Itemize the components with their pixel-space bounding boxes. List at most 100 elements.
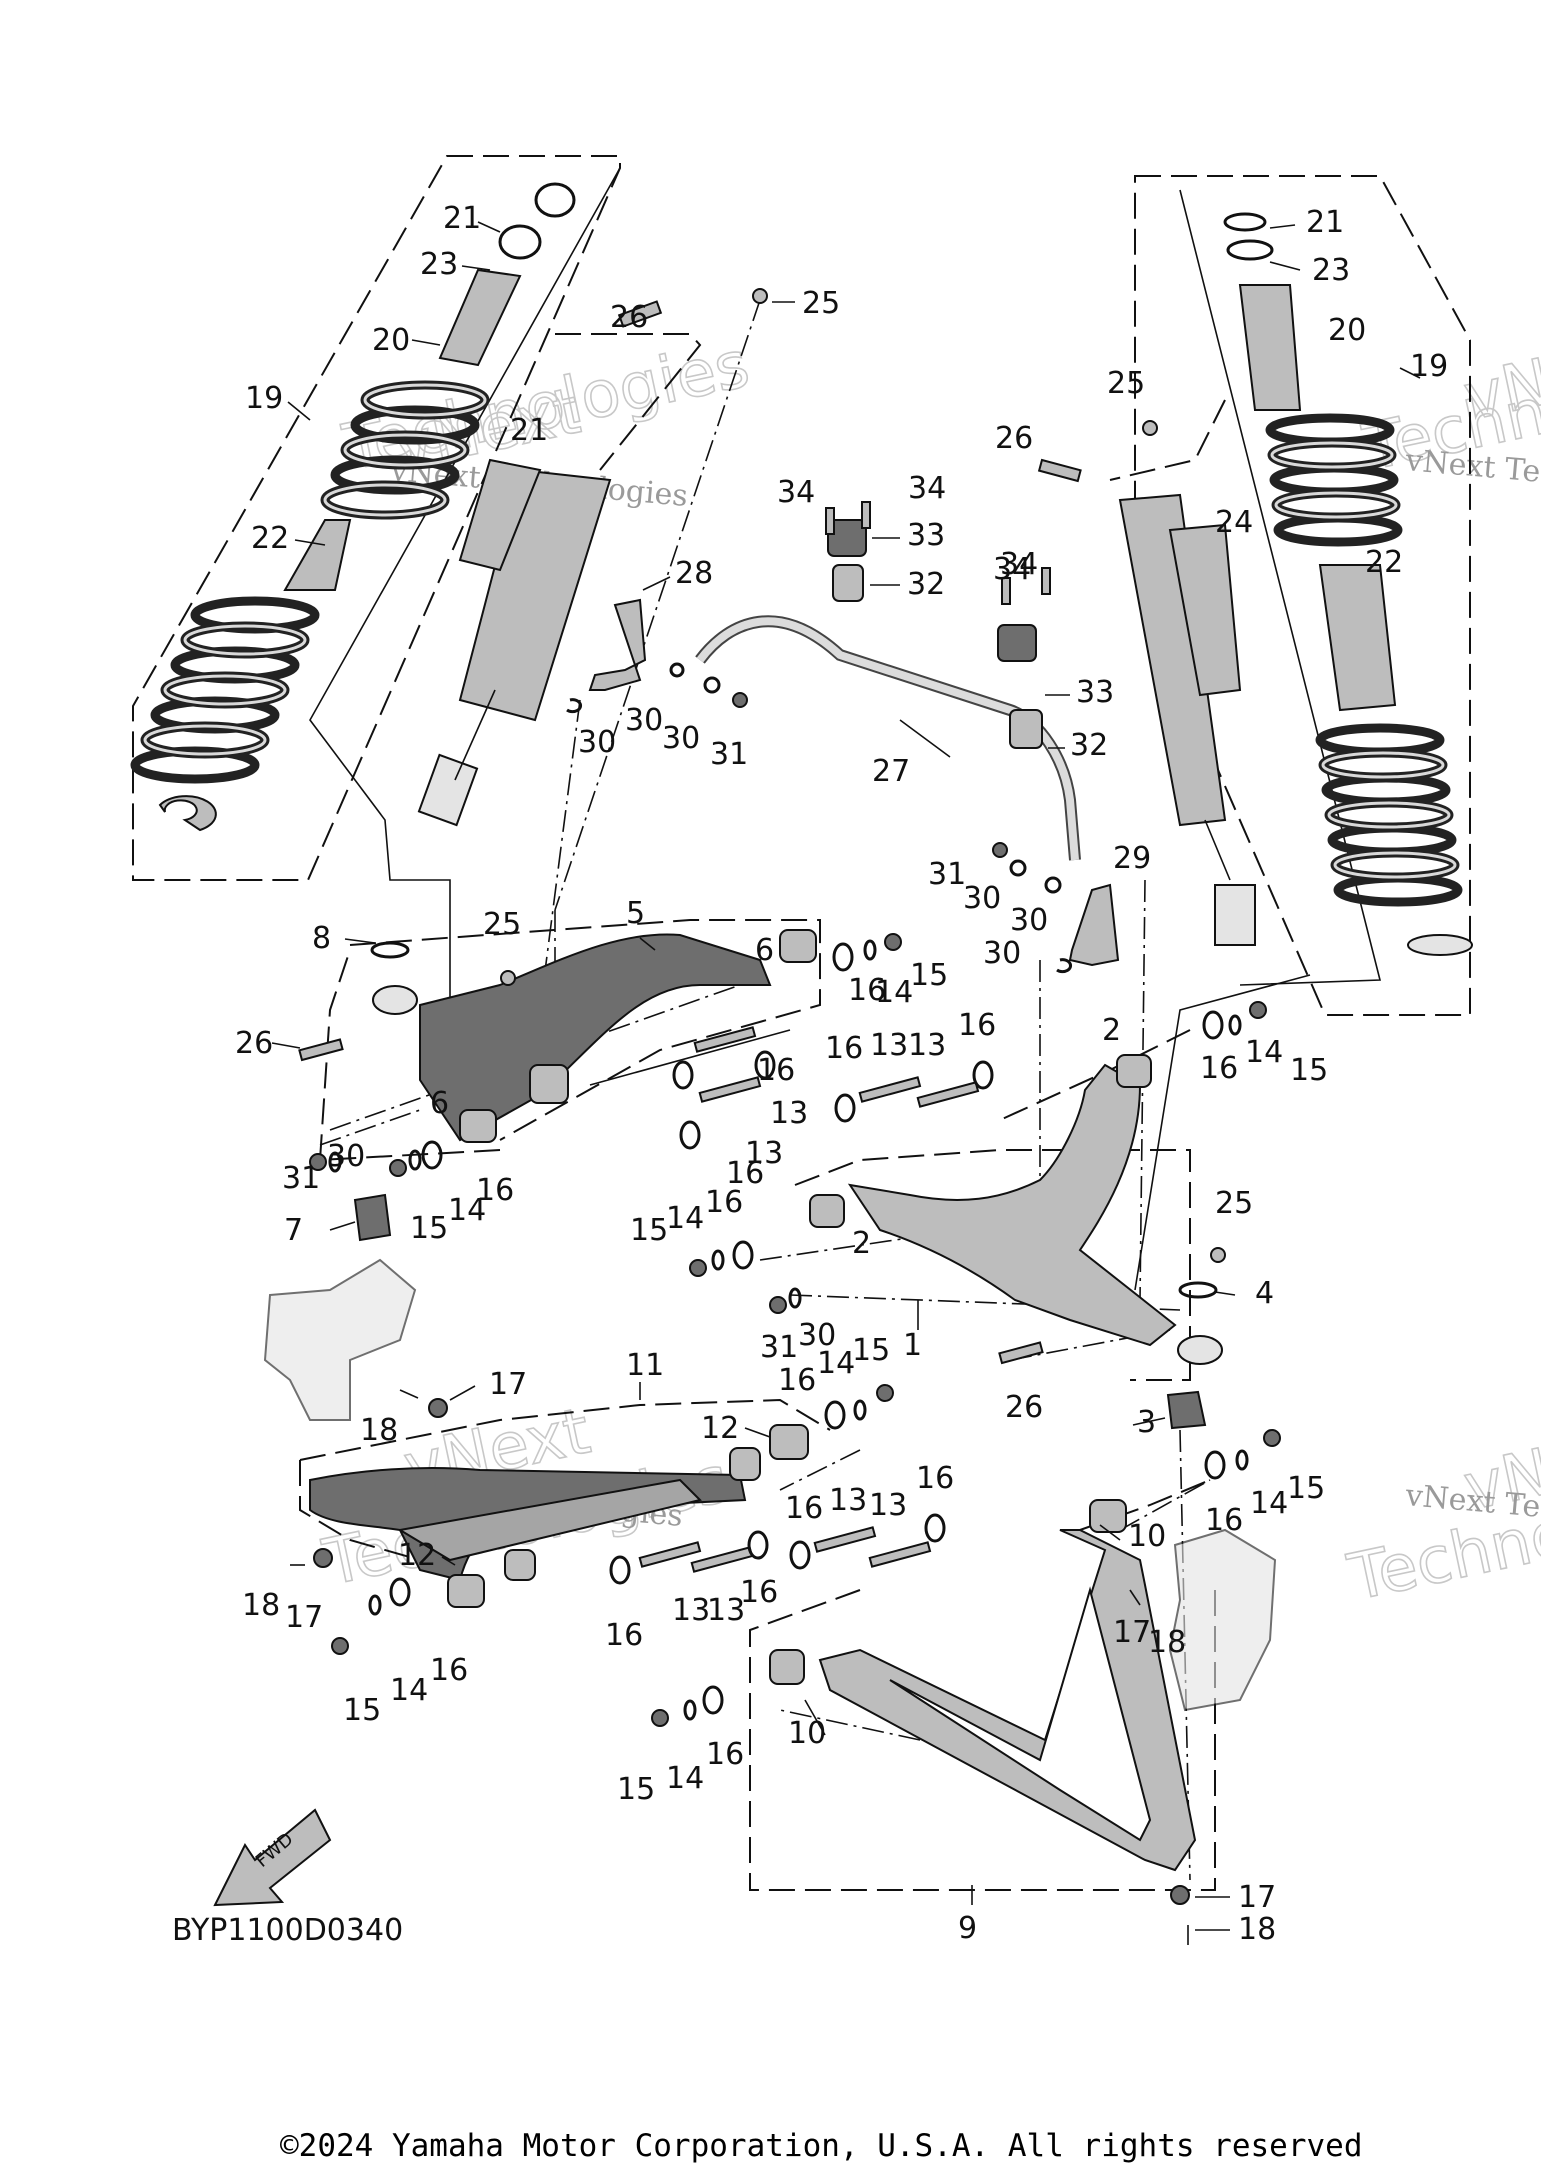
callout: 32 (907, 567, 945, 602)
callout: 30 (983, 936, 1021, 971)
washer-30 (328, 1151, 342, 1173)
callout: 26 (995, 421, 1033, 456)
callout: 30 (798, 1318, 836, 1353)
callout: 14 (1245, 1035, 1283, 1070)
callout: 23 (1312, 253, 1350, 288)
nut-25 (500, 970, 516, 986)
upper-arm-1 (769, 1054, 1226, 1430)
bushing-10 (1089, 1499, 1127, 1533)
callout: 16 (706, 1737, 744, 1772)
callout: 19 (1410, 349, 1448, 384)
callout: 1 (903, 1328, 922, 1363)
washer-16 (1202, 1010, 1224, 1040)
bushing-12 (769, 1424, 809, 1460)
callout: 33 (907, 518, 945, 553)
circlip-8 (370, 941, 410, 959)
reservoir-24 (458, 458, 542, 572)
callout: 2 (1102, 1013, 1121, 1048)
callout: 6 (755, 933, 774, 968)
circlip-4 (1178, 1281, 1218, 1299)
bolt-34 (1041, 567, 1051, 595)
callout: 16 (726, 1156, 764, 1191)
fwd-arrow-icon (213, 1808, 332, 1907)
shock-absorber-left (130, 182, 768, 832)
outline-group-9 (749, 1580, 1216, 1891)
clip-30 (1056, 958, 1073, 974)
callout: 24 (1215, 505, 1253, 540)
bushing-6 (779, 929, 817, 963)
outline-group-26-right (1109, 399, 1226, 481)
link-line (589, 1029, 791, 1086)
shock-absorber-right (1037, 212, 1473, 956)
upper-arm-body (847, 1063, 1177, 1347)
shock-bump-stop (417, 753, 479, 827)
callout: 31 (760, 1330, 798, 1365)
callout: 15 (1287, 1471, 1325, 1506)
bolt-13 (693, 1026, 757, 1053)
callout: 13 (908, 1028, 946, 1063)
bushing-inner (529, 1064, 569, 1104)
callout: 25 (802, 286, 840, 321)
outline-group-5 (349, 919, 821, 1141)
ball-joint-housing (372, 985, 418, 1015)
callout: 16 (958, 1008, 996, 1043)
callout: 8 (312, 921, 331, 956)
washer-16 (702, 1685, 724, 1715)
washer-30 (1009, 859, 1027, 877)
callout: 25 (1107, 366, 1145, 401)
callout: 34 (1000, 547, 1038, 582)
bolt-13 (868, 1541, 932, 1568)
leader-line (1009, 1329, 1171, 1361)
washer-16 (679, 1120, 701, 1150)
callout: 15 (343, 1693, 381, 1728)
collar-22 (283, 519, 352, 591)
callout: 27 (872, 754, 910, 789)
callout: 15 (630, 1213, 668, 1248)
bushing-12 (447, 1574, 485, 1608)
nut-25 (1142, 420, 1158, 436)
callout: 10 (788, 1716, 826, 1751)
callout: 13 (707, 1593, 745, 1628)
washer-16 (672, 1060, 694, 1090)
callout: 16 (605, 1618, 643, 1653)
ball-joint-3 (1166, 1390, 1207, 1430)
bushing-2 (1116, 1054, 1152, 1088)
stabilizer-link-29 (1068, 883, 1120, 967)
callout: 16 (1200, 1051, 1238, 1086)
callout: 25 (1215, 1186, 1253, 1221)
callout: 14 (666, 1761, 704, 1796)
leader-line (1119, 1479, 1211, 1531)
hardware (290, 933, 1281, 1945)
washer-16 (834, 1093, 856, 1123)
reservoir-24 (1168, 523, 1242, 697)
washer-14 (1228, 1014, 1242, 1036)
bolt-13 (698, 1076, 762, 1103)
nut-31 (309, 1153, 327, 1171)
washer-16 (924, 1513, 946, 1543)
washer-16 (789, 1540, 811, 1570)
bolt-13 (638, 1541, 702, 1568)
washer-16 (754, 1050, 776, 1080)
shock-body (458, 468, 612, 722)
link-lines (309, 167, 1382, 1291)
callout: 16 (848, 973, 886, 1008)
callout: 18 (242, 1588, 280, 1623)
ring-21 (534, 182, 576, 218)
lower-arm-9 (769, 1499, 1197, 1872)
washer-16 (732, 1240, 754, 1270)
callout: 9 (958, 1911, 977, 1946)
callout: 12 (701, 1411, 739, 1446)
knuckle-right (1168, 1528, 1277, 1712)
outline-group-26-left (555, 333, 702, 471)
callout: 16 (705, 1185, 743, 1220)
nut-17 (313, 1548, 333, 1568)
callout: 16 (757, 1053, 795, 1088)
collar-22 (1318, 564, 1397, 712)
callout: 15 (410, 1211, 448, 1246)
callout: 26 (235, 1026, 273, 1061)
callout: 2 (852, 1226, 871, 1261)
leader-line (554, 299, 761, 911)
callout: 20 (372, 323, 410, 358)
washer-14 (1235, 1449, 1249, 1471)
callout: 17 (1113, 1615, 1151, 1650)
